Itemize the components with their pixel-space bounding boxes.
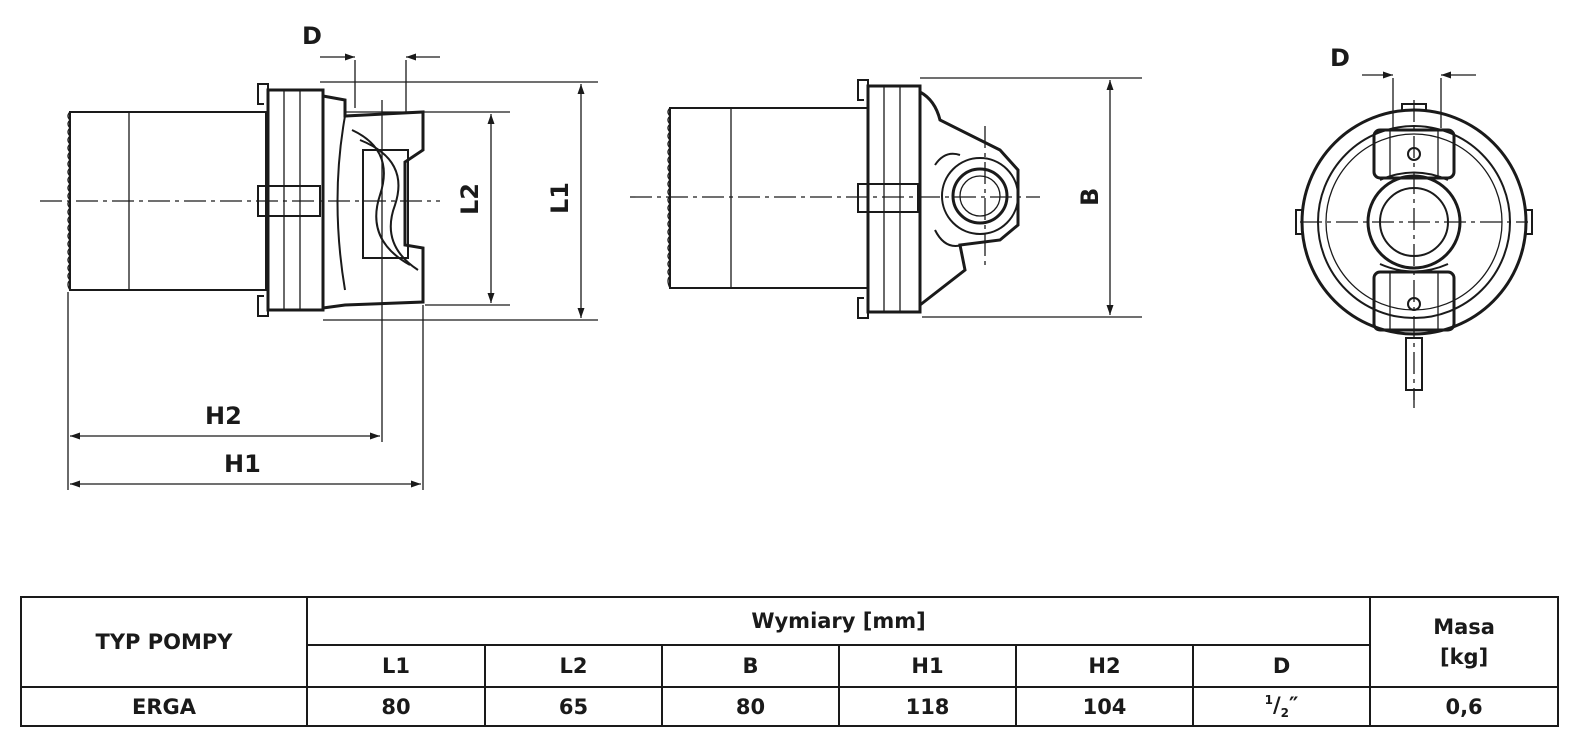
dim-label-d-front: D (1330, 44, 1350, 72)
cell-mass: 0,6 (1369, 686, 1560, 727)
type-header: TYP POMPY (20, 596, 308, 688)
cell-l2: 65 (484, 686, 663, 727)
col-header-h2: H2 (1015, 644, 1194, 688)
col-header-l2: L2 (484, 644, 663, 688)
col-header-h1: H1 (838, 644, 1017, 688)
table-subheader-row: L1 L2 B H1 H2 D (21, 644, 1558, 688)
fraction-d: 1/2″ (1264, 692, 1299, 721)
table-row: ERGA 80 65 80 118 104 1/2″ 0,6 (20, 686, 1560, 727)
col-header-d: D (1191, 644, 1372, 688)
cell-l1: 80 (306, 686, 486, 727)
side-view: D L2 L1 H2 H1 (40, 22, 598, 490)
front-view: D (1295, 44, 1533, 408)
dim-label-l1: L1 (546, 182, 574, 214)
cell-h1: 118 (838, 686, 1017, 727)
dimensions-header: Wymiary [mm] (305, 596, 1372, 646)
rear-side-view: B (630, 77, 1142, 319)
dim-label-d-side: D (302, 22, 322, 50)
cell-type: ERGA (20, 686, 308, 727)
table-header-row: TYP POMPY Wymiary [mm] Masa [kg] (20, 596, 1560, 688)
col-header-b: B (661, 644, 840, 688)
cell-h2: 104 (1015, 686, 1194, 727)
cell-d: 1/2″ (1191, 686, 1372, 727)
technical-drawing: D L2 L1 H2 H1 (40, 22, 1533, 490)
cell-b: 80 (661, 686, 840, 727)
dim-label-h1: H1 (224, 450, 261, 478)
dim-label-l2: L2 (456, 183, 484, 215)
mass-header: Masa [kg] (1369, 596, 1560, 688)
spec-table: TYP POMPY Wymiary [mm] Masa [kg] L1 L2 B… (20, 596, 1560, 727)
col-header-l1: L1 (306, 644, 486, 688)
dim-label-b: B (1076, 188, 1104, 206)
dim-label-h2: H2 (205, 402, 242, 430)
